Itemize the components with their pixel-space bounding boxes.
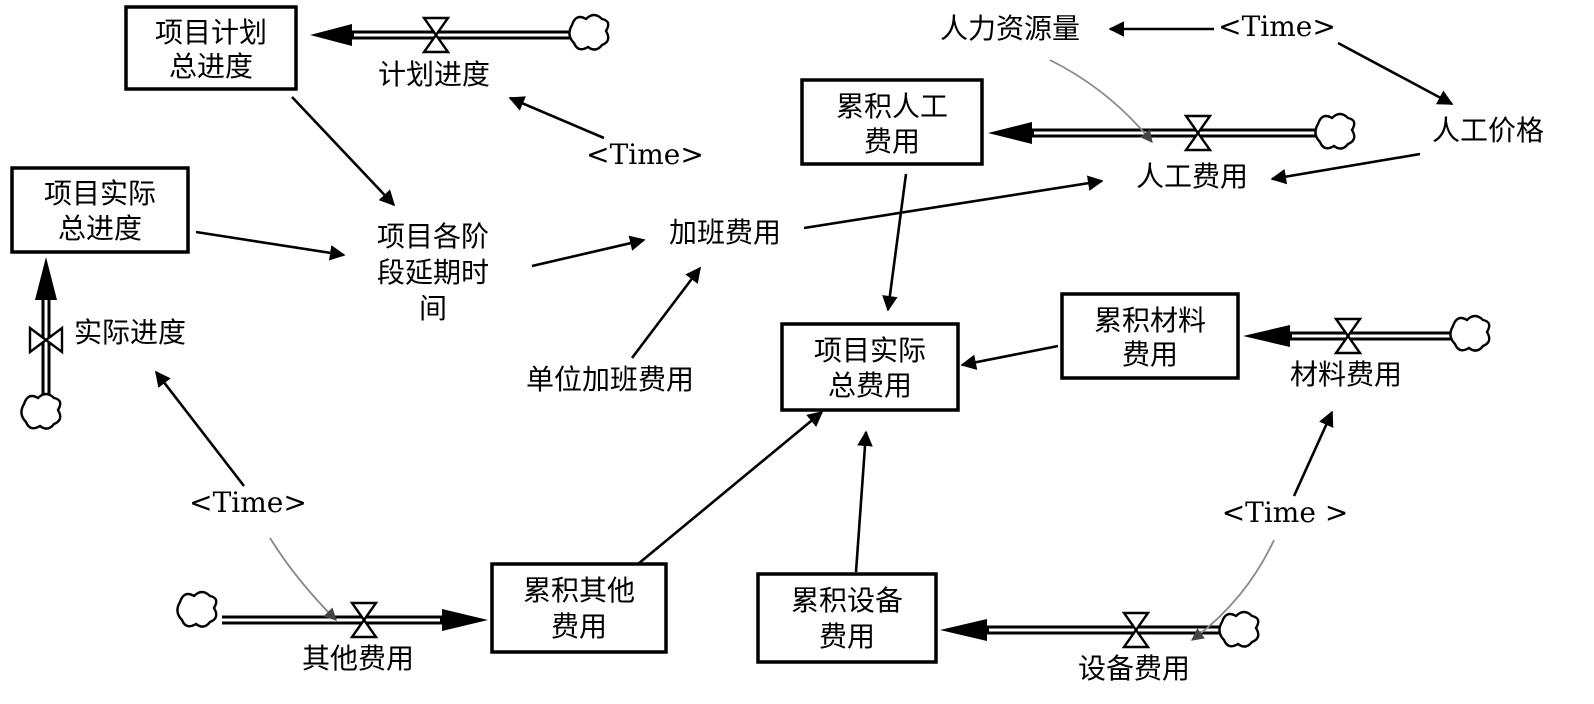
svg-text:费用: 费用 bbox=[551, 610, 607, 643]
link-plan-to-delay bbox=[291, 96, 396, 207]
svg-text:总进度: 总进度 bbox=[169, 50, 253, 83]
svg-text:项目计划: 项目计划 bbox=[155, 16, 267, 49]
link-cum-equipment-to-actual-cost bbox=[854, 430, 873, 573]
svg-text:累积其他: 累积其他 bbox=[523, 574, 635, 607]
link-hr-to-labor bbox=[1049, 59, 1153, 143]
stock-project-actual-cost[interactable]: 项目实际 总费用 bbox=[780, 322, 960, 412]
equipment-cost-pipe bbox=[940, 619, 1222, 641]
svg-text:累积设备: 累积设备 bbox=[791, 584, 903, 617]
aux-labor-price[interactable]: 人工价格 bbox=[1432, 114, 1544, 147]
link-time-to-actual-progress bbox=[154, 370, 246, 487]
time-ref-equipment[interactable]: <Time > bbox=[1222, 496, 1349, 529]
aux-stage-delay[interactable]: 项目各阶 段延期时 间 bbox=[377, 220, 489, 325]
link-actual-to-delay bbox=[195, 230, 346, 261]
cloud-equipment-source-icon bbox=[1218, 610, 1260, 648]
valve-plan-icon bbox=[421, 16, 451, 54]
valve-material-icon bbox=[1333, 317, 1363, 355]
link-time-to-labor-price bbox=[1337, 41, 1454, 106]
link-cum-other-to-actual-cost bbox=[637, 410, 824, 566]
other-cost-pipe bbox=[222, 609, 488, 631]
aux-hr-quantity[interactable]: 人力资源量 bbox=[940, 12, 1080, 45]
labor-cost-pipe bbox=[988, 122, 1318, 144]
stock-cumulative-labor[interactable]: 累积人工 费用 bbox=[800, 78, 984, 166]
flow-other-cost[interactable]: 其他费用 bbox=[302, 642, 414, 675]
valve-other-icon bbox=[349, 601, 379, 639]
cloud-actual-source-icon bbox=[20, 392, 62, 430]
link-labor-price-to-labor bbox=[1270, 152, 1421, 185]
stock-cumulative-other[interactable]: 累积其他 费用 bbox=[490, 562, 668, 654]
svg-text:费用: 费用 bbox=[819, 620, 875, 653]
link-time-to-other bbox=[269, 537, 337, 621]
aux-unit-overtime-cost[interactable]: 单位加班费用 bbox=[526, 363, 694, 396]
cloud-other-source-icon bbox=[176, 590, 218, 628]
svg-text:累积材料: 累积材料 bbox=[1094, 304, 1206, 337]
cloud-plan-source-icon bbox=[568, 13, 610, 51]
svg-text:项目各阶: 项目各阶 bbox=[377, 220, 489, 253]
stock-cumulative-equipment[interactable]: 累积设备 费用 bbox=[756, 572, 938, 664]
link-delay-to-overtime bbox=[531, 235, 646, 268]
svg-text:累积人工: 累积人工 bbox=[836, 90, 948, 123]
flow-actual-progress[interactable]: 实际进度 bbox=[74, 316, 186, 349]
svg-text:段延期时: 段延期时 bbox=[377, 256, 489, 289]
flow-equipment-cost[interactable]: 设备费用 bbox=[1078, 652, 1190, 685]
link-time-to-equipment bbox=[1190, 539, 1275, 641]
link-cum-labor-to-actual-cost bbox=[882, 173, 908, 312]
flow-material-cost[interactable]: 材料费用 bbox=[1290, 358, 1402, 391]
link-cum-material-to-actual-cost bbox=[960, 344, 1059, 370]
time-ref-actual[interactable]: <Time> bbox=[189, 486, 307, 519]
valve-actual-icon bbox=[28, 325, 64, 355]
link-time-to-material bbox=[1292, 410, 1334, 497]
time-ref-plan[interactable]: <Time> bbox=[586, 138, 704, 171]
actual-progress-pipe bbox=[35, 257, 57, 400]
svg-text:费用: 费用 bbox=[1122, 338, 1178, 371]
link-time-to-plan-progress bbox=[508, 96, 605, 140]
stock-cumulative-material[interactable]: 累积材料 费用 bbox=[1060, 292, 1240, 380]
svg-text:费用: 费用 bbox=[864, 125, 920, 158]
valve-labor-icon bbox=[1183, 114, 1213, 152]
svg-text:项目实际: 项目实际 bbox=[44, 177, 156, 210]
cloud-material-source-icon bbox=[1449, 314, 1491, 352]
link-unit-to-overtime bbox=[630, 266, 702, 359]
svg-text:总进度: 总进度 bbox=[58, 212, 142, 245]
material-cost-pipe bbox=[1243, 325, 1453, 347]
flow-labor-cost[interactable]: 人工费用 bbox=[1136, 160, 1248, 193]
stock-plan-total[interactable]: 项目计划 总进度 bbox=[124, 5, 298, 91]
time-ref-hr[interactable]: <Time> bbox=[1218, 10, 1336, 43]
flow-plan-progress[interactable]: 计划进度 bbox=[378, 58, 490, 91]
valve-equipment-icon bbox=[1121, 611, 1151, 649]
stock-actual-total[interactable]: 项目实际 总进度 bbox=[10, 166, 190, 254]
aux-overtime-cost[interactable]: 加班费用 bbox=[669, 216, 781, 249]
cloud-labor-source-icon bbox=[1314, 112, 1356, 150]
svg-text:项目实际: 项目实际 bbox=[814, 334, 926, 367]
svg-text:间: 间 bbox=[419, 292, 447, 325]
link-overtime-to-labor bbox=[803, 175, 1104, 230]
plan-progress-pipe bbox=[310, 24, 572, 46]
svg-text:总费用: 总费用 bbox=[828, 369, 912, 402]
